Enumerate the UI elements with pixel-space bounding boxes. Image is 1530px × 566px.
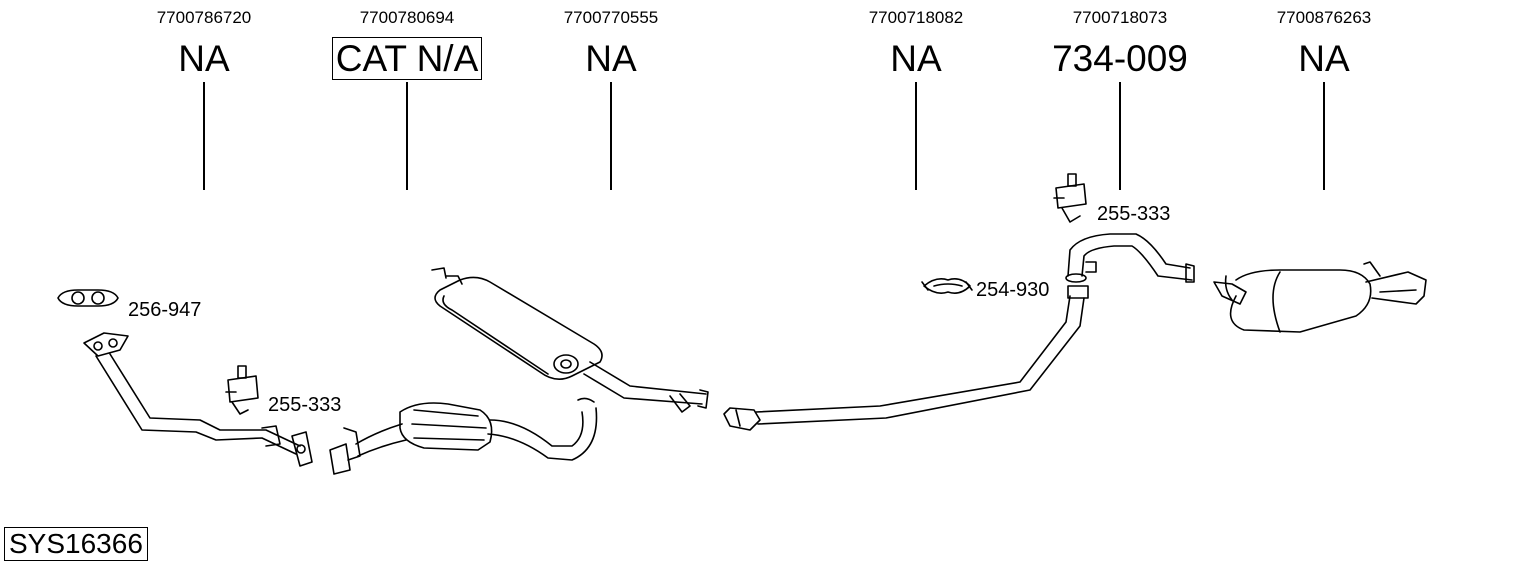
oe-number-2: 7700780694 — [359, 8, 455, 27]
oe-number-3: 7700770555 — [563, 8, 659, 27]
part-ref-2-text: CAT N/A — [331, 37, 483, 80]
mount-front-label: 255-333 — [268, 394, 342, 416]
oe-number-1: 7700786720 — [156, 8, 252, 27]
leader-line-3 — [610, 82, 612, 190]
catalytic-converter-icon — [329, 397, 598, 475]
gasket-icon — [57, 289, 119, 307]
part-ref-1: NA — [178, 38, 230, 79]
system-code: SYS16366 — [4, 527, 148, 561]
gasket-label: 256-947 — [128, 299, 202, 321]
part-ref-6: NA — [1298, 38, 1350, 79]
leader-line-1 — [203, 82, 205, 190]
leader-line-5 — [1119, 82, 1121, 190]
rear-silencer-icon — [1213, 261, 1427, 333]
oe-number-4: 7700718082 — [868, 8, 964, 27]
front-pipe-icon — [83, 332, 313, 467]
leader-line-2 — [406, 82, 408, 190]
part-ref-4: NA — [890, 38, 942, 79]
clamp-label: 254-930 — [976, 279, 1050, 301]
leader-line-6 — [1323, 82, 1325, 190]
leader-line-4 — [915, 82, 917, 190]
centre-silencer-icon — [431, 267, 709, 413]
clamp-icon — [921, 278, 973, 294]
rubber-mount-front-icon — [225, 365, 259, 415]
tail-pipe-icon — [1065, 233, 1195, 283]
oe-number-6: 7700876263 — [1276, 8, 1372, 27]
oe-number-5: 7700718073 — [1072, 8, 1168, 27]
part-ref-3: NA — [585, 38, 637, 79]
intermediate-pipe-icon — [723, 285, 1089, 431]
mount-rear-label: 255-333 — [1097, 203, 1171, 225]
rubber-mount-rear-icon — [1053, 173, 1087, 223]
part-ref-2: CAT N/A — [297, 36, 517, 82]
part-ref-5: 734-009 — [1052, 38, 1188, 79]
